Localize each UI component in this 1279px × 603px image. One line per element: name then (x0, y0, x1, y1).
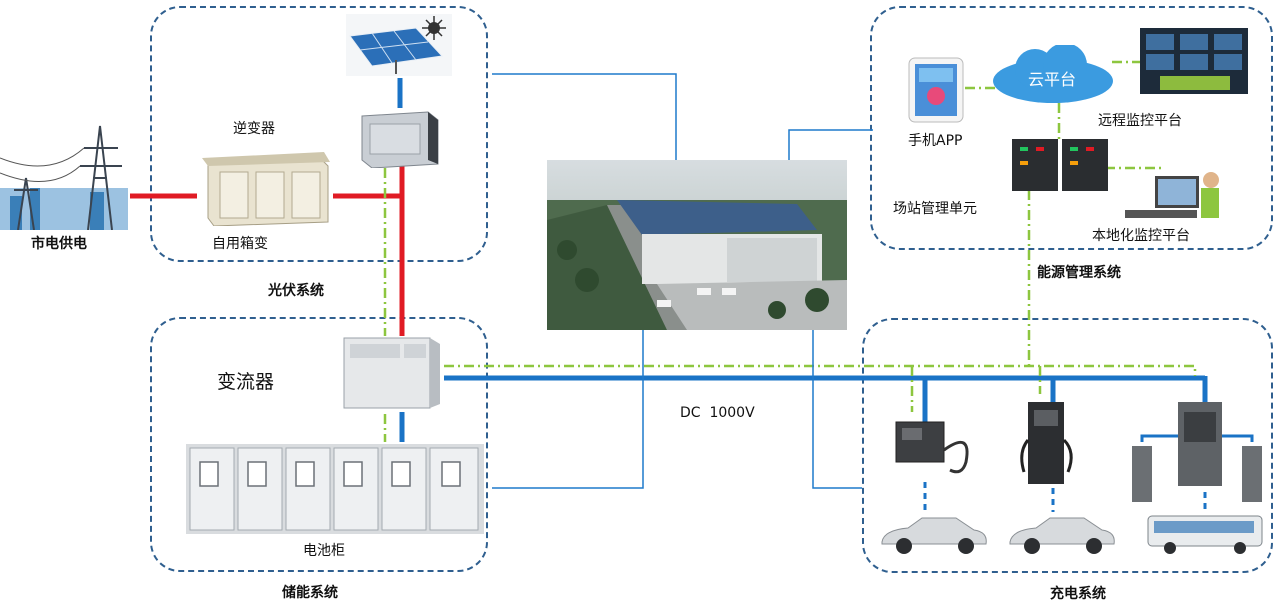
energy-system-group (870, 6, 1273, 250)
converter-label: 变流器 (217, 371, 275, 393)
solar-panel-image (346, 14, 452, 76)
pv-system-title: 光伏系统 (268, 283, 324, 299)
station-unit-image (1012, 139, 1108, 191)
energy-system-title: 能源管理系统 (1037, 265, 1121, 281)
dc-voltage-label: DC 1000V (680, 405, 755, 421)
car-2-image (1006, 512, 1118, 556)
transformer-label: 自用箱变 (212, 236, 268, 252)
remote-monitor-label: 远程监控平台 (1098, 113, 1182, 129)
battery-cabinet-image (186, 444, 484, 534)
charging-system-title: 充电系统 (1050, 586, 1106, 602)
station-photo (547, 160, 847, 330)
station-unit-label: 场站管理单元 (893, 201, 977, 217)
local-monitor-label: 本地化监控平台 (1092, 228, 1190, 244)
storage-system-title: 储能系统 (282, 585, 338, 601)
grid-label: 市电供电 (31, 236, 87, 252)
cloud-icon (990, 43, 1116, 105)
remote-monitor-image (1140, 28, 1248, 94)
transformer-image (200, 148, 332, 227)
bus-image (1146, 512, 1266, 554)
dc-charger-image (1018, 400, 1078, 486)
mobile-phone-image (907, 56, 965, 124)
inverter-label: 逆变器 (233, 121, 275, 137)
car-1-image (878, 512, 990, 556)
mobile-app-label: 手机APP (908, 133, 963, 149)
bus-charger-image (1130, 398, 1266, 508)
cloud-label: 云平台 (1028, 70, 1077, 89)
local-monitor-image (1125, 170, 1221, 226)
battery-label: 电池柜 (303, 543, 345, 559)
wall-charger-image (894, 420, 990, 476)
charging-system-group (862, 318, 1273, 573)
storage-system-group (150, 317, 488, 572)
power-tower-image (0, 118, 128, 231)
inverter-image (358, 110, 444, 169)
pv-system-group (150, 6, 488, 262)
converter-image (342, 334, 442, 412)
